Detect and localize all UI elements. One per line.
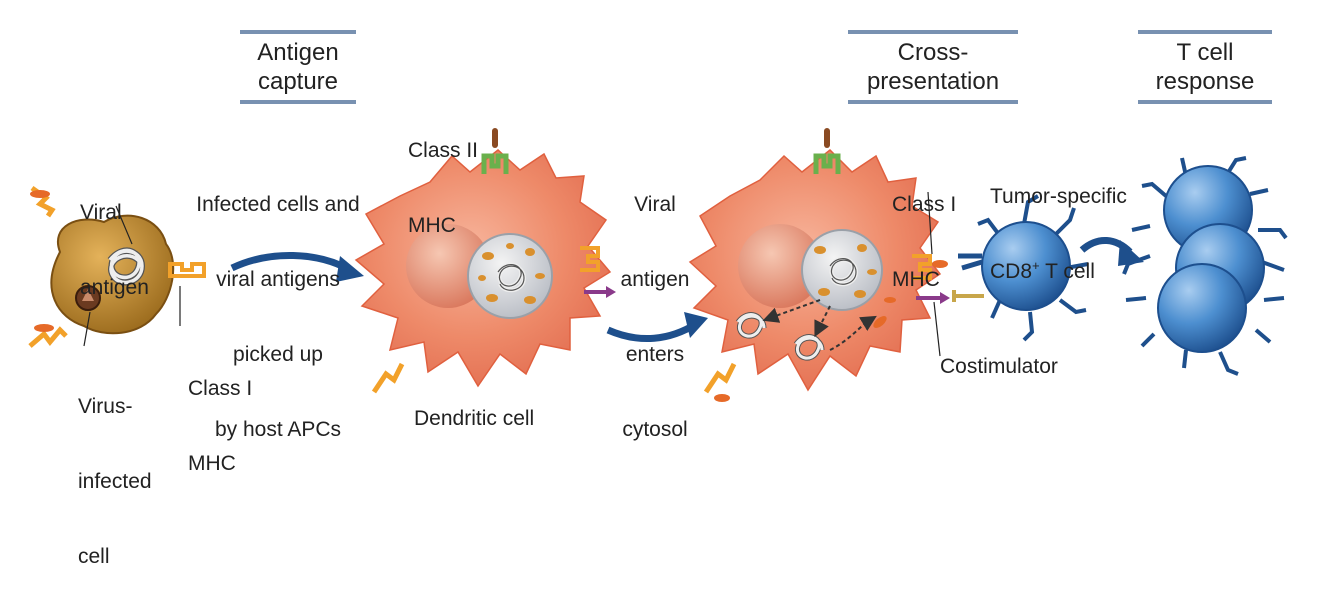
dendritic-cell-cross-presenting <box>688 128 950 402</box>
transport-arrow <box>829 315 877 351</box>
label-line: antigen <box>80 276 149 299</box>
header-line: presentation <box>866 68 1000 95</box>
dendritic-cell <box>354 128 616 394</box>
header-antigen-capture: Antigen capture <box>240 30 356 104</box>
transport-arrow <box>814 305 831 338</box>
label-line: viral antigens <box>216 268 340 291</box>
cd8-text: CD8 <box>990 260 1033 283</box>
header-cross-presentation: Cross- presentation <box>848 30 1018 104</box>
header-rule <box>240 100 356 104</box>
leader-line <box>115 205 133 245</box>
label-line: Infected cells and <box>196 193 360 216</box>
cd28-icon <box>952 290 984 302</box>
label-dendritic-cell: Dendritic cell <box>414 407 535 430</box>
class-i-mhc-icon <box>703 362 737 394</box>
antigen-fragment-icon <box>932 260 948 268</box>
label-line: by host APCs <box>214 418 342 441</box>
antigen-fragment-icon <box>34 324 54 332</box>
header-rule <box>848 30 1018 34</box>
header-line: Antigen <box>257 39 339 66</box>
label-line: enters <box>625 343 685 366</box>
diagram-canvas <box>28 128 1288 402</box>
leader-line <box>927 191 933 255</box>
label-line: infected <box>78 470 152 493</box>
peptide-icon <box>492 128 498 148</box>
header-rule <box>848 100 1018 104</box>
peptide-icon <box>824 128 830 148</box>
class-ii-mhc-icon <box>813 153 841 174</box>
label-line: picked up <box>233 343 323 366</box>
label-line: MHC <box>892 268 940 291</box>
header-rule <box>240 30 356 34</box>
flow-arrowhead <box>336 256 364 282</box>
label-line: Viral <box>634 193 676 216</box>
header-line: response <box>1155 68 1255 95</box>
class-i-mhc-icon <box>912 254 932 280</box>
cd8-superscript: + <box>1032 258 1040 273</box>
class-i-mhc-icon <box>168 262 206 278</box>
class-i-mhc-icon <box>28 326 68 348</box>
header-line: capture <box>257 68 339 95</box>
antigen-fragments-icon <box>814 244 877 298</box>
header-line: T cell <box>1176 39 1234 66</box>
t-cell-text: T cell <box>1039 260 1095 283</box>
label-line: Class II <box>408 139 479 162</box>
antigen-fragment-icon <box>873 316 887 328</box>
header-rule <box>1138 100 1272 104</box>
label-class-ii-mhc: Class II MHC <box>408 88 478 263</box>
label-viral-antigen-enters-cytosol: Viral antigen enters cytosol <box>608 142 702 467</box>
label-line: cytosol <box>622 418 688 441</box>
header-line: Cross- <box>897 39 969 66</box>
virus-infected-cell <box>28 185 206 348</box>
leader-line <box>933 301 941 357</box>
label-tumor-specific-cd8-t-cell: Tumor-specific CD8+ T cell <box>990 134 1127 309</box>
flow-arrowhead <box>684 312 708 338</box>
antigen-fragments-icon <box>478 243 545 304</box>
label-line: Virus- <box>78 395 133 418</box>
transport-arrow <box>762 299 821 323</box>
class-i-mhc-icon <box>580 246 600 272</box>
tcr-icon <box>958 253 983 271</box>
label-costimulator: Costimulator <box>940 355 1058 378</box>
class-ii-mhc-icon <box>481 153 509 174</box>
antigen-fragment-icon <box>884 297 896 303</box>
label-class-i-mhc-right: Class I MHC <box>892 142 956 317</box>
label-line: Class I <box>892 193 957 216</box>
header-rule <box>1138 30 1272 34</box>
label-virus-infected-cell: Virus- infected cell <box>78 344 152 594</box>
label-tumor-specific: Tumor-specific <box>990 185 1127 208</box>
label-line: antigen <box>620 268 690 291</box>
antigen-fragment-icon <box>714 394 730 402</box>
label-line: Class I <box>188 377 253 400</box>
label-line: MHC <box>408 214 456 237</box>
class-i-mhc-icon <box>371 362 405 394</box>
virus-particle-icon <box>75 285 101 311</box>
label-infected-cells-picked-up: Infected cells and viral antigens picked… <box>178 142 378 467</box>
cd8-t-cell <box>952 194 1089 342</box>
viral-antigen-coil-icon <box>107 247 146 286</box>
nucleus <box>738 224 822 308</box>
header-t-cell-response: T cell response <box>1138 30 1272 104</box>
label-line: cell <box>78 545 110 568</box>
proliferating-t-cells <box>1122 156 1288 376</box>
label-line: Viral <box>80 201 122 224</box>
leader-line <box>83 311 91 347</box>
label-cd8-t-cell: CD8+ T cell <box>990 259 1127 284</box>
label-viral-antigen: Viral antigen <box>80 150 149 325</box>
antigen-fragment-icon <box>30 190 50 198</box>
